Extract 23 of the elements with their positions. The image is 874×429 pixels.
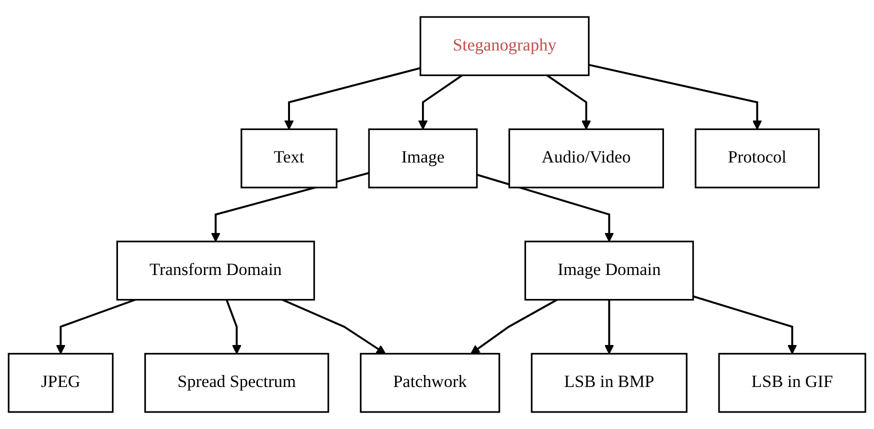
arrow bbox=[604, 300, 614, 354]
arrow bbox=[56, 298, 136, 354]
arrow bbox=[226, 299, 242, 354]
node-box: Patchwork bbox=[360, 352, 500, 413]
arrow bbox=[282, 298, 386, 354]
node-box: Steganography bbox=[420, 16, 590, 76]
node-box: Text bbox=[240, 128, 338, 188]
arrow bbox=[692, 295, 797, 354]
node-box: Image Domain bbox=[524, 240, 694, 301]
node-box: Image bbox=[368, 128, 478, 188]
arrow bbox=[284, 67, 421, 130]
node-box: Spread Spectrum bbox=[144, 352, 330, 413]
node-box: Transform Domain bbox=[116, 240, 315, 301]
arrow bbox=[476, 174, 614, 242]
node-box: Audio/Video bbox=[508, 128, 664, 188]
node-box: JPEG bbox=[8, 352, 114, 413]
node-box: Protocol bbox=[694, 128, 820, 188]
arrow bbox=[546, 74, 591, 130]
arrow bbox=[418, 74, 463, 130]
node-box: LSB in BMP bbox=[530, 352, 688, 413]
arrow bbox=[588, 64, 762, 130]
node-box: LSB in GIF bbox=[718, 352, 866, 413]
arrow bbox=[470, 298, 558, 354]
